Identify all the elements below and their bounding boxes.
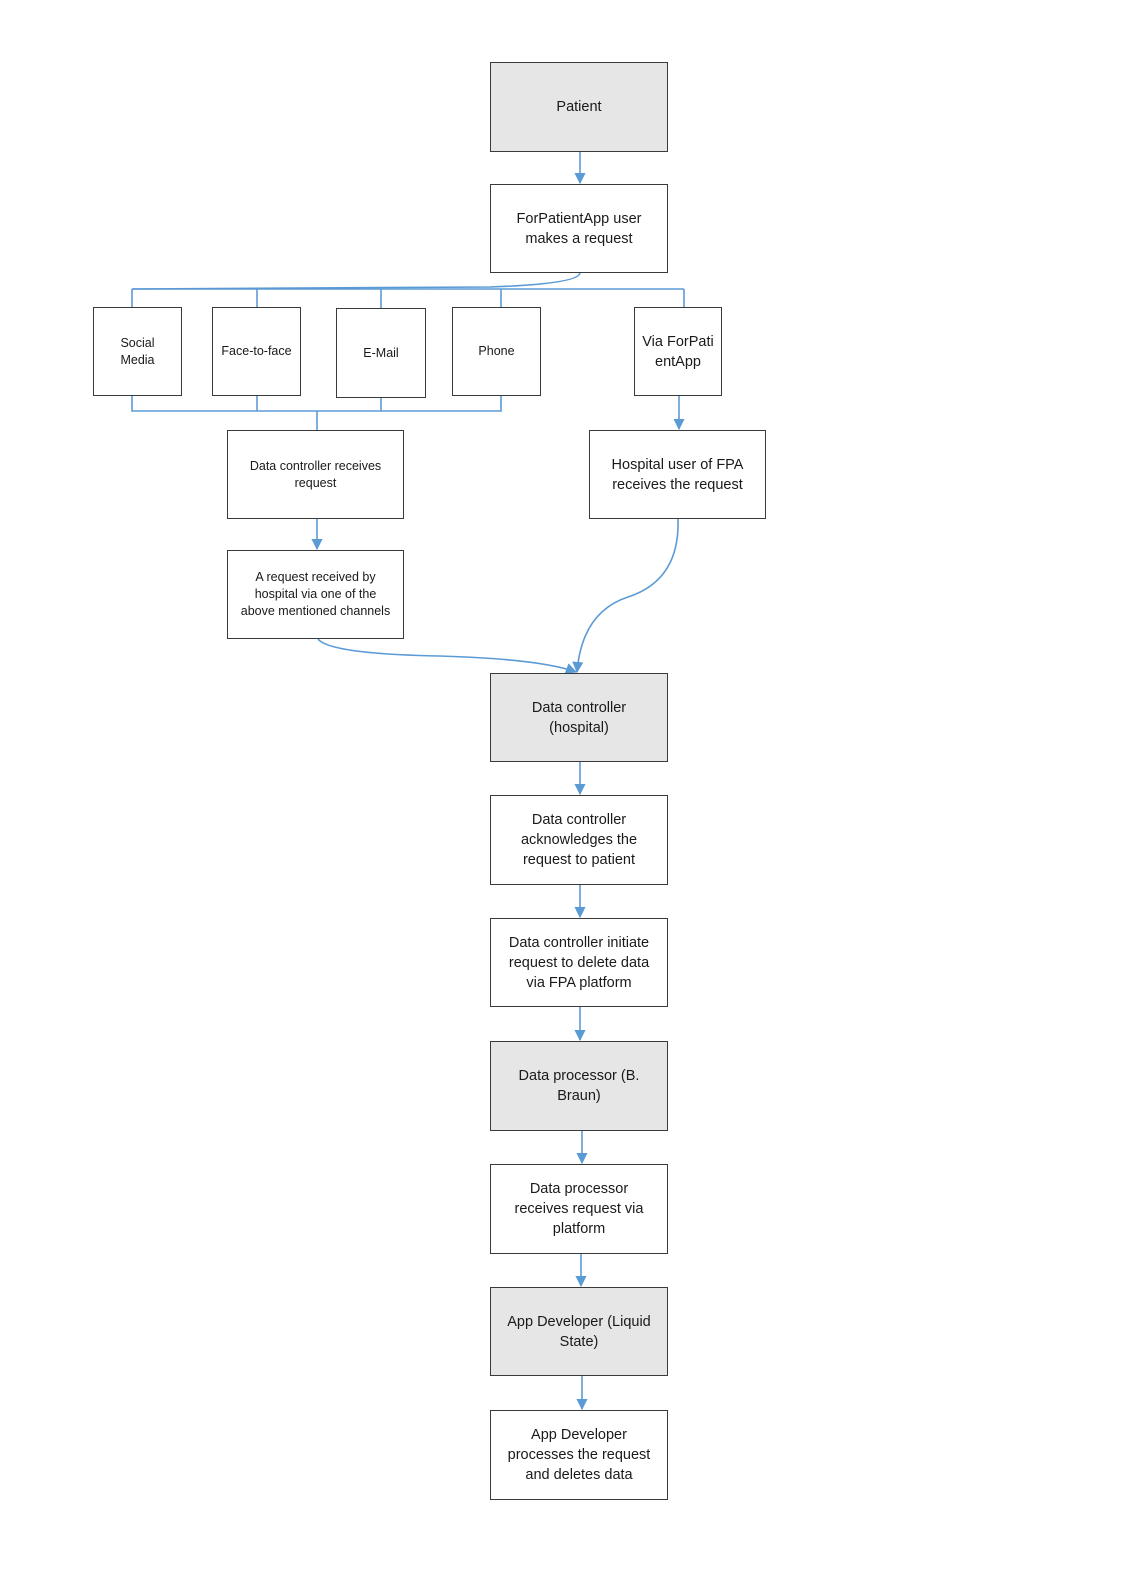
- node-dp-receives-label: Data processor receives request via plat…: [514, 1181, 644, 1237]
- node-phone-label: Phone: [478, 344, 515, 358]
- node-dc-acknowledges: Data controller acknowledges the request…: [490, 795, 668, 885]
- node-data-processor-label: Data processor (B. Braun): [518, 1068, 640, 1104]
- arrow-request-received-to-data-controller: [317, 638, 578, 674]
- node-patient-label: Patient: [556, 99, 602, 115]
- node-app-developer-label: App Developer (Liquid State): [507, 1313, 651, 1350]
- node-hospital-user: Hospital user of FPA receives the reques…: [589, 430, 766, 519]
- node-via-app: Via ForPatientApp: [634, 307, 722, 396]
- node-phone: Phone: [452, 307, 541, 396]
- node-hospital-user-label: Hospital user of FPA receives the reques…: [611, 456, 744, 493]
- node-patient: Patient: [490, 62, 668, 152]
- connector-request-to-channels: [131, 272, 581, 290]
- node-data-controller-label: Data controller (hospital): [531, 699, 627, 736]
- connector-channels-bottom-bracket: [131, 396, 502, 412]
- node-ad-processes: App Developer processes the request and …: [490, 1410, 668, 1500]
- node-request-received: A request received by hospital via one o…: [227, 550, 404, 639]
- node-user-request: ForPatientApp user makes a request: [490, 184, 668, 273]
- node-user-request-label: ForPatientApp user makes a request: [516, 210, 642, 247]
- arrow-hospital-user-to-data-controller: [572, 518, 679, 674]
- node-dc-initiates: Data controller initiate request to dele…: [490, 918, 668, 1007]
- node-app-developer: App Developer (Liquid State): [490, 1287, 668, 1376]
- node-dp-receives: Data processor receives request via plat…: [490, 1164, 668, 1254]
- node-request-received-label: A request received by hospital via one o…: [240, 570, 391, 618]
- node-dc-initiates-label: Data controller initiate request to dele…: [508, 934, 650, 991]
- node-dc-acknowledges-label: Data controller acknowledges the request…: [520, 812, 638, 868]
- node-email: E-Mail: [336, 308, 426, 398]
- node-data-controller: Data controller (hospital): [490, 673, 668, 762]
- node-social-media-label: Social Media: [120, 335, 155, 367]
- node-social-media: Social Media: [93, 307, 182, 396]
- node-face-to-face: Face-to-face: [212, 307, 301, 396]
- node-email-label: E-Mail: [363, 345, 399, 360]
- node-dc-receives-label: Data controller receives request: [249, 458, 382, 490]
- node-data-processor: Data processor (B. Braun): [490, 1041, 668, 1131]
- node-face-to-face-label: Face-to-face: [221, 344, 292, 358]
- node-dc-receives: Data controller receives request: [227, 430, 404, 519]
- node-ad-processes-label: App Developer processes the request and …: [507, 1427, 651, 1483]
- node-via-app-label: Via ForPatientApp: [642, 333, 714, 370]
